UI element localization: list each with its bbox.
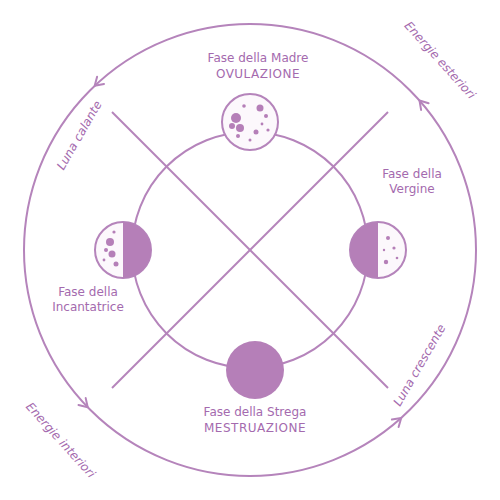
phase-label: OVULAZIONE xyxy=(214,67,302,82)
direction-chevron xyxy=(420,101,429,110)
phase-label: Fase della Vergine xyxy=(367,167,457,197)
direction-chevron xyxy=(392,418,401,427)
phase-label: Fase della Madre xyxy=(206,51,311,66)
full-moon xyxy=(222,94,278,150)
new-moon xyxy=(226,341,284,399)
direction-chevron xyxy=(79,398,88,407)
direction-chevron xyxy=(95,77,104,86)
ring-label: Energie esteriori xyxy=(400,17,480,104)
phase-label: MESTRUAZIONE xyxy=(202,421,308,436)
phase-label: Fase della Incantatrice xyxy=(38,285,138,315)
ring-label: Luna crescente xyxy=(389,320,450,411)
waxing-moon xyxy=(350,222,406,278)
ring-label: Energie interiori xyxy=(21,398,99,483)
direction-arrows xyxy=(79,77,429,427)
waning-moon xyxy=(95,222,151,278)
ring-label: Luna calante xyxy=(53,96,107,174)
outer-circle xyxy=(24,24,476,476)
phase-label: Fase della Strega xyxy=(202,405,309,420)
